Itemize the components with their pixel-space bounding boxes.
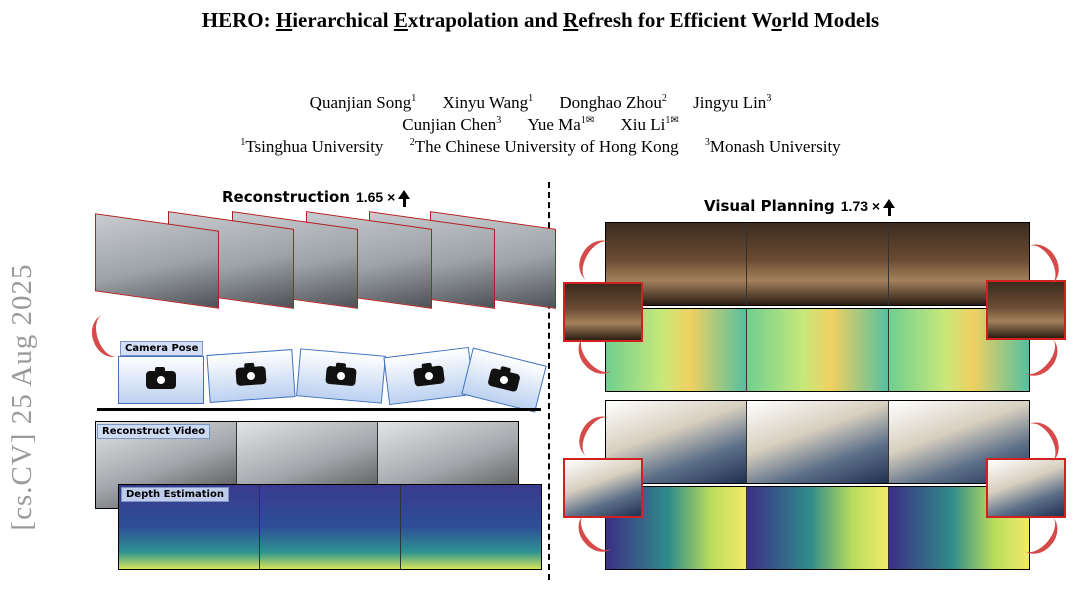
authors-line-1: Quanjian Song1 Xinyu Wang1 Donghao Zhou2… (0, 89, 1081, 113)
author: Yue Ma1✉ (527, 115, 595, 134)
author: Jingyu Lin3 (693, 93, 772, 112)
camera-icon (325, 365, 357, 387)
planning-depth-strip-house (605, 486, 1030, 570)
author: Quanjian Song1 (309, 93, 417, 112)
camera-icon (146, 367, 176, 389)
timeline-baseline (97, 408, 541, 411)
affiliation: 2The Chinese University of Hong Kong (409, 137, 679, 156)
affiliation: 3Monash University (704, 137, 841, 156)
camera-pose-frame (461, 347, 547, 413)
camera-pose-label: Camera Pose (120, 341, 204, 356)
depth-estimation-label: Depth Estimation (121, 487, 229, 502)
camera-pose-frame (206, 349, 296, 403)
affiliations: 1Tsinghua University 2The Chinese Univer… (0, 133, 1081, 157)
up-arrow-icon (398, 190, 411, 207)
authors-line-2: Cunjian Chen3 Yue Ma1✉ Xiu Li1✉ (0, 111, 1081, 135)
up-arrow-icon (883, 199, 896, 216)
author: Donghao Zhou2 (559, 93, 667, 112)
output-thumbnail (986, 458, 1066, 518)
planning-depth-strip-kitchen (605, 308, 1030, 392)
reconstruct-video-label: Reconstruct Video (97, 424, 211, 439)
author: Xinyu Wang1 (442, 93, 534, 112)
camera-pose-frame (383, 346, 475, 406)
paper-title: HERO: Hierarchical Extrapolation and Ref… (201, 8, 880, 32)
arxiv-stamp: [cs.CV] 25 Aug 2025 (6, 263, 38, 531)
camera-icon (235, 365, 267, 387)
camera-pose-frame (118, 356, 204, 404)
camera-pose-frame (296, 348, 386, 404)
author: Cunjian Chen3 (402, 115, 502, 134)
video-frame-first (95, 213, 219, 309)
author: Xiu Li1✉ (620, 115, 679, 134)
affiliation: 1Tsinghua University (240, 137, 384, 156)
camera-icon (413, 365, 445, 387)
input-thumbnail (563, 458, 643, 518)
panel-divider (548, 182, 550, 580)
planning-rgb-strip-kitchen (605, 222, 1030, 306)
camera-icon (487, 367, 521, 393)
planning-rgb-strip-house (605, 400, 1030, 484)
input-thumbnail (563, 282, 643, 342)
output-thumbnail (986, 280, 1066, 340)
